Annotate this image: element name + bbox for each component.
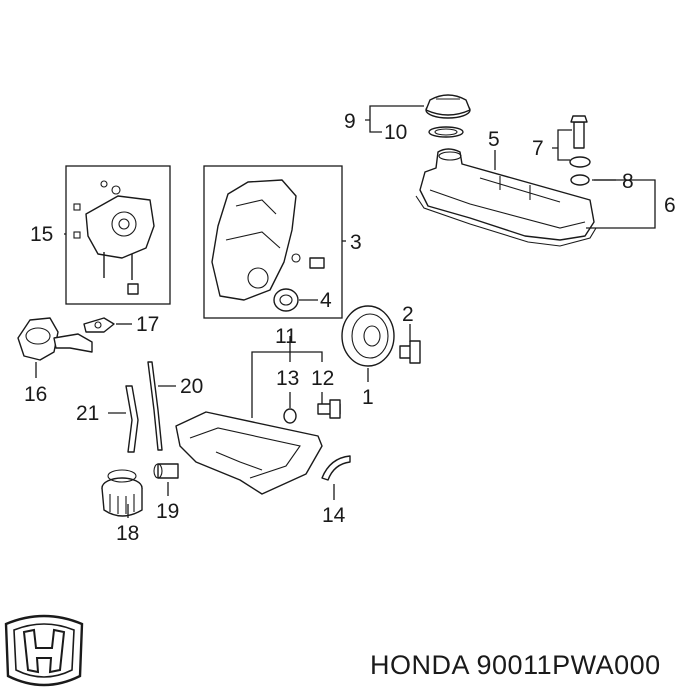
callout-6: 6 <box>664 194 676 217</box>
pulley-bolt-part <box>399 340 421 364</box>
leader-7 <box>552 129 572 161</box>
callout-14: 14 <box>322 504 346 527</box>
crank-seal-part <box>273 288 299 312</box>
callout-21: 21 <box>76 402 99 425</box>
chain-case-bolt-part <box>291 253 325 269</box>
chain-case-part <box>211 179 297 301</box>
head-cover-bolt-part <box>569 115 591 186</box>
callout-3: 3 <box>350 231 362 254</box>
callout-19: 19 <box>156 500 179 523</box>
callout-10: 10 <box>384 121 407 144</box>
callout-1: 1 <box>362 386 374 409</box>
callout-9: 9 <box>344 110 356 133</box>
head-cover-gasket-part <box>415 195 597 247</box>
oil-filler-cap-part <box>425 94 471 119</box>
callout-15: 15 <box>30 223 53 246</box>
oil-strainer-part <box>17 317 93 361</box>
callout-11: 11 <box>275 325 297 348</box>
dipstick-part <box>147 361 163 451</box>
semi-seal-part <box>321 455 351 481</box>
oil-pan-part <box>175 411 323 495</box>
drain-washer-part <box>283 408 297 424</box>
callout-20: 20 <box>180 375 203 398</box>
honda-logo-icon <box>4 614 84 687</box>
callout-18: 18 <box>116 522 139 545</box>
part-number-label: HONDA 90011PWA000 <box>370 650 661 680</box>
leader-9-10 <box>365 105 424 133</box>
leader-6-8 <box>586 179 656 229</box>
callout-17: 17 <box>136 313 159 336</box>
crank-pulley-part <box>341 305 395 367</box>
callout-4: 4 <box>320 289 332 312</box>
callout-12: 12 <box>311 367 334 390</box>
strainer-gasket-part <box>83 317 115 333</box>
oil-pump-part <box>73 180 155 295</box>
oil-pan-bolt-part <box>317 399 341 419</box>
chain-case-box <box>203 165 343 319</box>
callout-5: 5 <box>488 128 500 151</box>
callout-2: 2 <box>402 303 414 326</box>
leader-11-group <box>251 336 323 418</box>
callout-7: 7 <box>532 137 544 160</box>
filter-union-part <box>153 463 179 479</box>
callout-13: 13 <box>276 367 299 390</box>
head-cover-part <box>419 148 595 241</box>
dipstick-guide-part <box>125 385 139 453</box>
callout-16: 16 <box>24 383 47 406</box>
oil-filter-part <box>101 469 143 517</box>
filler-cap-seal-part <box>428 126 464 138</box>
oil-pump-box <box>65 165 171 305</box>
callout-8: 8 <box>622 170 634 193</box>
